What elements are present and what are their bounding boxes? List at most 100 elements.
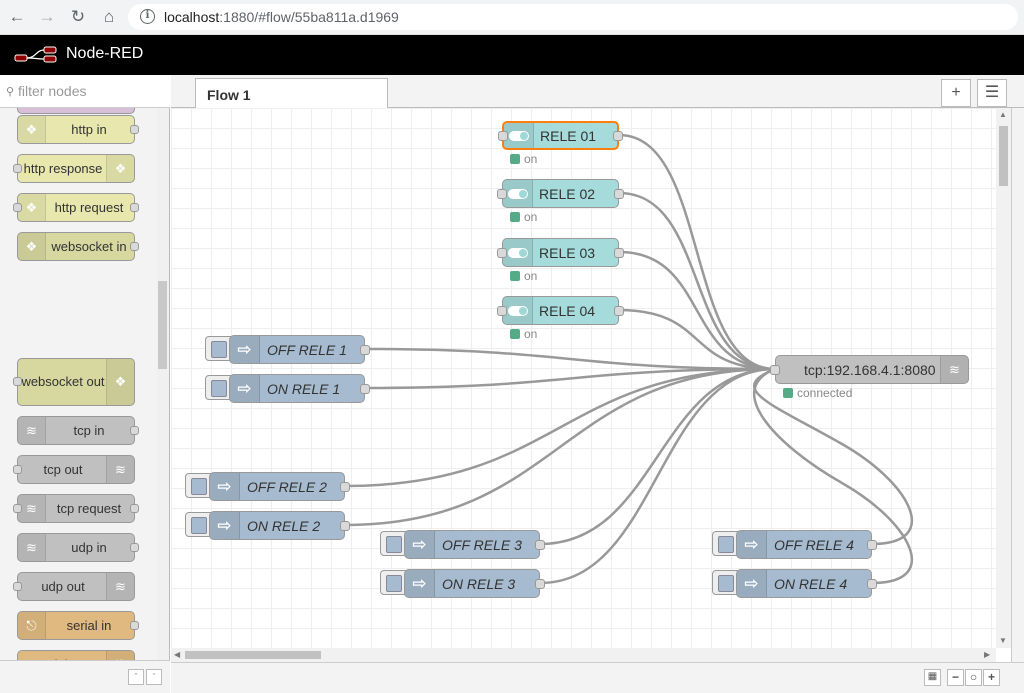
palette-node-serial-out[interactable]: ⎋serial out — [13, 650, 135, 660]
input-port[interactable] — [13, 503, 22, 513]
zoom-reset-button[interactable]: ○ — [965, 669, 982, 686]
inject-node-6[interactable]: ⇨ON RELE 3 — [404, 569, 545, 598]
switch-node-2[interactable]: RELE 02 — [497, 179, 624, 208]
inject-button[interactable] — [712, 570, 738, 595]
scroll-up-icon[interactable]: ▲ — [999, 110, 1007, 119]
switch-node-4[interactable]: RELE 04 — [497, 296, 624, 325]
tab-flow-1[interactable]: Flow 1 — [195, 78, 388, 109]
horizontal-scroll-thumb[interactable] — [185, 651, 321, 659]
zoom-out-button[interactable]: − — [947, 669, 964, 686]
output-port[interactable] — [130, 503, 139, 513]
output-port[interactable] — [535, 539, 545, 550]
output-port[interactable] — [130, 241, 139, 251]
output-port[interactable] — [340, 481, 350, 492]
collapse-all-icon[interactable]: ˆ — [128, 669, 144, 685]
output-port[interactable] — [130, 620, 139, 630]
sidebar-separator[interactable] — [1011, 108, 1024, 662]
input-port[interactable] — [497, 247, 507, 258]
input-port[interactable] — [13, 377, 22, 386]
palette-node-tcp-in[interactable]: ≋tcp in — [17, 416, 139, 445]
input-port[interactable] — [13, 581, 22, 591]
output-port[interactable] — [360, 383, 370, 394]
canvas-vertical-scrollbar[interactable]: ▲ ▼ — [996, 108, 1011, 648]
palette-node-udp-out[interactable]: ≋udp out — [13, 572, 135, 601]
input-port[interactable] — [13, 464, 22, 474]
reload-icon[interactable]: ↻ — [70, 7, 86, 26]
palette-node-udp-in[interactable]: ≋udp in — [17, 533, 139, 562]
list-flows-icon[interactable]: ☰ — [977, 79, 1007, 107]
palette-scrollbar[interactable] — [157, 108, 169, 660]
palette-node-tcp-request[interactable]: ≋tcp request — [13, 494, 139, 523]
input-port[interactable] — [13, 163, 22, 173]
filter-nodes-input[interactable] — [18, 81, 163, 101]
input-port[interactable] — [497, 188, 507, 199]
wire[interactable] — [618, 191, 776, 371]
wire[interactable] — [539, 367, 776, 585]
output-port[interactable] — [535, 578, 545, 589]
wire[interactable] — [618, 133, 776, 371]
wire[interactable] — [344, 367, 776, 488]
palette-node-http-response[interactable]: ❖http response — [13, 154, 135, 183]
output-port[interactable] — [130, 202, 139, 212]
output-port[interactable] — [360, 344, 370, 355]
palette-node-http-request[interactable]: ❖http request — [13, 193, 139, 222]
wire[interactable] — [539, 367, 776, 546]
wire[interactable] — [344, 367, 776, 527]
wire[interactable] — [753, 367, 914, 585]
palette-node-serial-in[interactable]: ⎋serial in — [17, 611, 139, 640]
output-port[interactable] — [613, 130, 623, 141]
inject-node-5[interactable]: ⇨OFF RELE 3 — [404, 530, 545, 559]
switch-node-3[interactable]: RELE 03 — [497, 238, 624, 267]
forward-arrow-icon[interactable]: → — [38, 7, 56, 26]
output-port[interactable] — [614, 188, 624, 199]
input-port[interactable] — [770, 364, 780, 375]
zoom-in-button[interactable]: + — [983, 669, 1000, 686]
output-port[interactable] — [130, 542, 139, 552]
inject-node-7[interactable]: ⇨OFF RELE 4 — [736, 530, 877, 559]
inject-node-8[interactable]: ⇨ON RELE 4 — [736, 569, 877, 598]
wire[interactable] — [364, 367, 776, 390]
vertical-scroll-thumb[interactable] — [999, 126, 1008, 186]
canvas-horizontal-scrollbar[interactable]: ◀ ▶ — [171, 648, 996, 662]
navigator-map-icon[interactable]: ▦ — [924, 669, 941, 686]
expand-all-icon[interactable]: ˇ — [146, 669, 162, 685]
inject-button[interactable] — [205, 336, 231, 361]
scroll-down-icon[interactable]: ▼ — [999, 636, 1007, 645]
inject-button[interactable] — [380, 531, 406, 556]
palette-node-http-in[interactable]: ❖http in — [17, 115, 139, 144]
tcp-out-node[interactable]: tcp:192.168.4.1:8080≋ — [770, 355, 969, 384]
inject-button[interactable] — [205, 375, 231, 400]
palette-node-websocket-in[interactable]: ❖websocket in — [17, 232, 139, 261]
palette-node-tcp-out[interactable]: ≋tcp out — [13, 455, 135, 484]
output-port[interactable] — [867, 539, 877, 550]
info-icon[interactable]: i — [140, 9, 155, 24]
inject-button[interactable] — [185, 473, 211, 498]
back-arrow-icon[interactable]: ← — [8, 7, 26, 26]
home-icon[interactable]: ⌂ — [103, 7, 115, 26]
switch-node-1[interactable]: RELE 01 — [498, 121, 623, 150]
output-port[interactable] — [130, 425, 139, 435]
palette-node-partial[interactable] — [17, 108, 135, 114]
inject-button[interactable] — [712, 531, 738, 556]
inject-button[interactable] — [380, 570, 406, 595]
inject-node-1[interactable]: ⇨OFF RELE 1 — [229, 335, 370, 364]
inject-button[interactable] — [185, 512, 211, 537]
add-flow-icon[interactable]: + — [941, 79, 971, 107]
input-port[interactable] — [13, 202, 22, 212]
palette-node-websocket-out[interactable]: ❖websocket out — [13, 358, 135, 406]
inject-node-4[interactable]: ⇨ON RELE 2 — [209, 511, 350, 540]
output-port[interactable] — [130, 124, 139, 134]
inject-node-2[interactable]: ⇨ON RELE 1 — [229, 374, 370, 403]
scroll-left-icon[interactable]: ◀ — [174, 650, 181, 659]
palette-scroll-thumb[interactable] — [158, 281, 167, 369]
input-port[interactable] — [497, 305, 507, 316]
output-port[interactable] — [614, 305, 624, 316]
output-port[interactable] — [867, 578, 877, 589]
address-bar[interactable]: i localhost:1880/#flow/55ba811a.d1969 — [128, 4, 1018, 30]
scroll-right-icon[interactable]: ▶ — [984, 650, 991, 659]
output-port[interactable] — [340, 520, 350, 531]
output-port[interactable] — [614, 247, 624, 258]
input-port[interactable] — [498, 130, 508, 141]
wire[interactable] — [618, 308, 776, 371]
